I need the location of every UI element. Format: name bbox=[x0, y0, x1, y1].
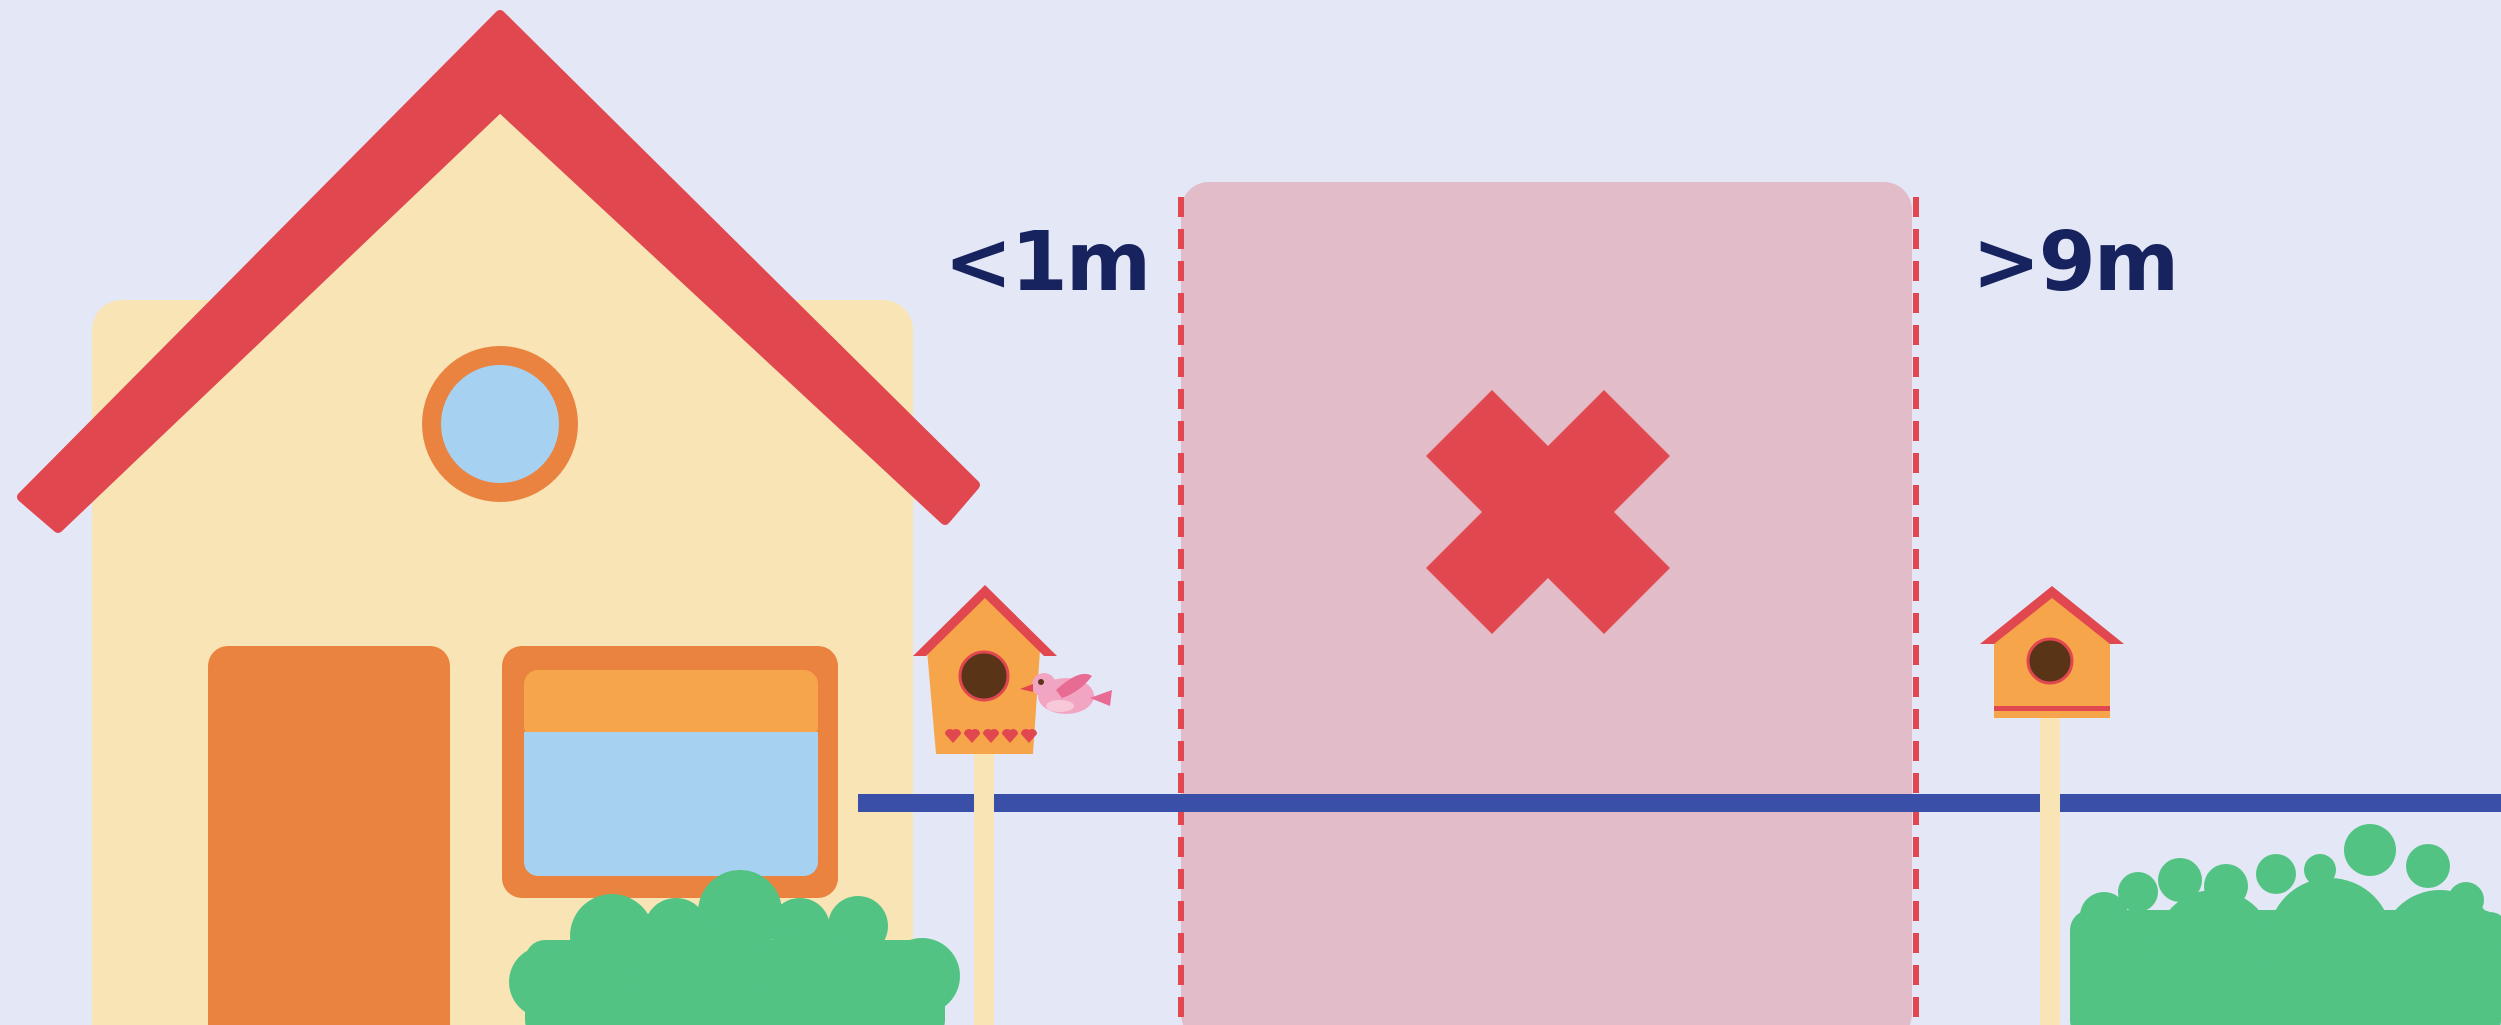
far-distance-label: >9m bbox=[1972, 222, 2177, 304]
house-door bbox=[208, 646, 450, 1025]
window-glass bbox=[524, 732, 818, 876]
birdhouse-far-pole bbox=[2040, 718, 2060, 1025]
window-glass-top-fill bbox=[524, 732, 818, 752]
house bbox=[22, 15, 975, 1025]
bush-right bbox=[2070, 824, 2501, 1025]
forbidden-zone-area bbox=[1181, 182, 1912, 1025]
window-awning bbox=[524, 670, 818, 740]
near-distance-label: <1m bbox=[944, 222, 1149, 304]
fence-line bbox=[858, 794, 2501, 812]
birdhouse-far-stripe bbox=[1994, 706, 2110, 711]
birdhouse-near-hole bbox=[960, 652, 1008, 700]
birdhouse-near-gable bbox=[927, 592, 1040, 650]
birdhouse-near-pole bbox=[974, 752, 994, 1025]
forbidden-zone bbox=[1181, 182, 1916, 1025]
birdhouse-far-hole bbox=[2028, 639, 2072, 683]
round-window bbox=[441, 365, 559, 483]
birdhouse-far-gable bbox=[1994, 594, 2110, 640]
